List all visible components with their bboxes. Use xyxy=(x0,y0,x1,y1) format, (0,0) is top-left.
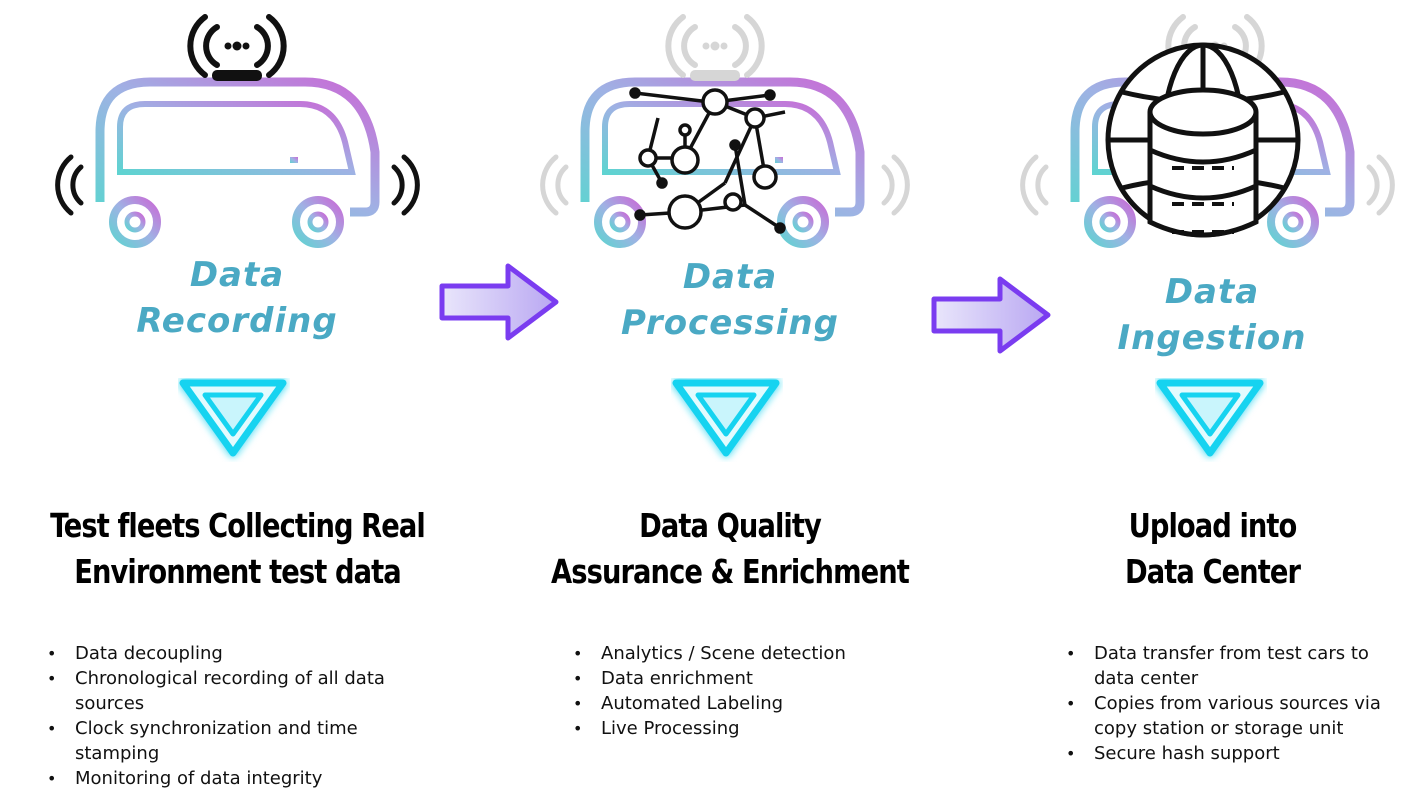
bullet-item: Live Processing xyxy=(571,716,931,741)
stage-heading-line: Environment test data xyxy=(74,552,401,591)
stage-title: Data Recording xyxy=(87,252,387,344)
vehicle-with-sensors-icon xyxy=(55,0,420,250)
right-waves-icon xyxy=(881,154,910,216)
stage-heading: Upload into Data Center xyxy=(1008,503,1415,595)
stage-recording: Data Recording Test fleets Collecting Re… xyxy=(0,0,475,791)
stage-title-line: Data xyxy=(189,255,285,295)
stage-heading-line: Test fleets Collecting Real xyxy=(50,506,426,545)
stage-heading-line: Data Center xyxy=(1124,552,1301,591)
bullet-list: Analytics / Scene detection Data enrichm… xyxy=(571,641,931,741)
bullet-item: Data enrichment xyxy=(571,666,931,691)
stage-processing: Data Processing Data Quality Assurance &… xyxy=(500,0,960,778)
stage-heading: Data Quality Assurance & Enrichment xyxy=(518,503,941,595)
globe-database-icon xyxy=(1105,42,1301,238)
bullet-item: Automated Labeling xyxy=(571,691,931,716)
stage-heading-line: Data Quality xyxy=(639,506,822,545)
stage-heading-line: Assurance & Enrichment xyxy=(551,552,910,591)
right-waves-icon xyxy=(391,154,420,216)
antenna-waves-icon xyxy=(668,17,761,81)
bullet-item: Secure hash support xyxy=(1064,741,1384,766)
bullet-item: Copies from various sources via copy sta… xyxy=(1064,691,1384,741)
bullet-item: Monitoring of data integrity xyxy=(45,766,440,791)
bullet-list: Data decoupling Chronological recording … xyxy=(45,641,440,791)
left-waves-icon xyxy=(55,154,84,216)
stage-title-line: Recording xyxy=(136,301,338,341)
stage-heading-line: Upload into xyxy=(1128,506,1298,545)
bullet-item: Data decoupling xyxy=(45,641,440,666)
vehicle-database-globe-icon xyxy=(1020,0,1395,260)
down-triangle-icon xyxy=(178,378,290,462)
stage-ingestion: Data Ingestion Upload into Data Center D… xyxy=(990,0,1415,778)
stage-title-line: Data xyxy=(1164,272,1260,312)
left-waves-icon xyxy=(1020,154,1049,216)
stage-title-line: Data xyxy=(682,257,778,297)
bullet-list: Data transfer from test cars to data cen… xyxy=(1064,641,1384,766)
bullet-item: Clock synchronization and time stamping xyxy=(45,716,440,766)
stage-title: Data Processing xyxy=(580,254,880,346)
down-triangle-icon xyxy=(671,378,783,462)
stage-heading: Test fleets Collecting Real Environment … xyxy=(19,503,456,595)
stage-title-line: Processing xyxy=(621,303,839,343)
vehicle-network-icon xyxy=(540,0,910,250)
stage-title-line: Ingestion xyxy=(1117,318,1307,358)
stage-title: Data Ingestion xyxy=(1062,269,1362,361)
left-waves-icon xyxy=(540,154,569,216)
antenna-waves-icon xyxy=(190,17,283,81)
down-triangle-icon xyxy=(1155,378,1267,462)
bullet-item: Chronological recording of all data sour… xyxy=(45,666,440,716)
bullet-item: Analytics / Scene detection xyxy=(571,641,931,666)
network-graph-icon xyxy=(629,87,786,234)
bullet-item: Data transfer from test cars to data cen… xyxy=(1064,641,1384,691)
right-waves-icon xyxy=(1366,154,1395,216)
